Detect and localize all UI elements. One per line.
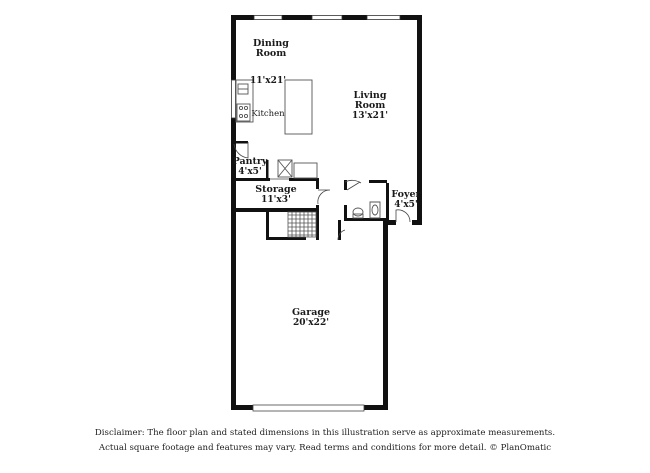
windows [231,15,401,119]
kitchen-counter [235,79,254,123]
bath-sink [369,201,381,219]
bathroom-fixtures [352,201,381,219]
pantry-label: Pantry [233,156,268,167]
pantry-dimensions: 4'x5' [238,167,261,177]
dining-room-label-line2: Room [256,48,287,59]
foyer-label: Foyer [391,189,421,200]
stove [236,103,251,122]
interior-walls [234,141,389,240]
living-room-dimensions: 13'x21' [352,111,388,121]
kitchen-island [284,79,313,135]
living-room-label-line1: Living [354,90,387,101]
exterior-walls [231,15,422,410]
toilet [352,207,364,217]
garage-label: Garage [292,307,330,318]
garage-dimensions: 20'x22' [293,318,329,328]
living-room-label-line2: Room [355,100,386,111]
kitchen-label: Kitchen [251,109,285,119]
storage-dimensions: 11'x3' [261,195,291,205]
disclaimer-line-2: Actual square footage and features may v… [98,443,552,453]
refrigerator [277,159,293,178]
kitchen-fixtures [235,79,318,179]
foyer-dimensions: 4'x5' [394,200,417,210]
door-swings [233,142,411,241]
storage-label: Storage [255,184,296,195]
garage-door [252,404,365,412]
kitchen-dimensions: 11'x21' [250,76,286,86]
disclaimer-line-1: Disclaimer: The floor plan and stated di… [94,428,556,438]
water-heater [293,162,318,179]
stairs [287,211,317,238]
dining-room-label-line1: Dining [253,38,289,49]
